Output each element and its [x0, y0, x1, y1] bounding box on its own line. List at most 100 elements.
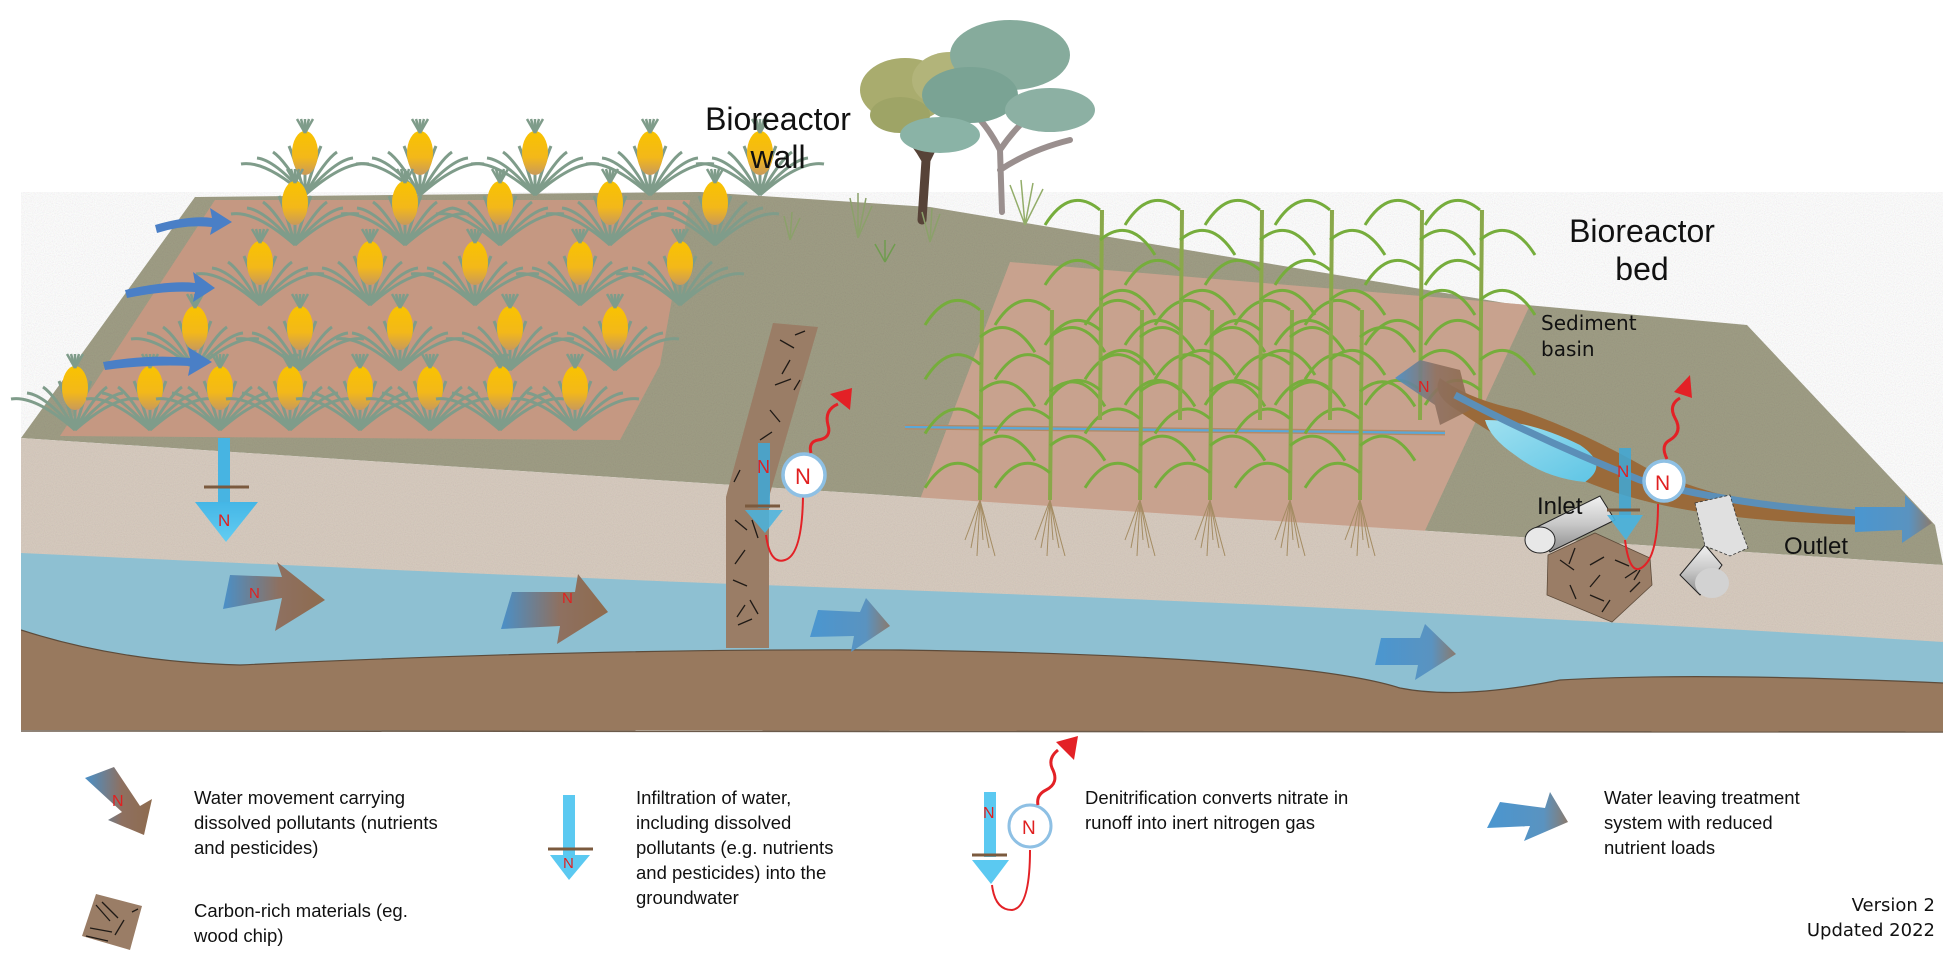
outlet-label: Outlet [1784, 533, 1849, 560]
updated-label: Updated 2022 [1806, 920, 1935, 941]
bioreactor-wall [726, 323, 818, 648]
sugarcane-plant [1043, 199, 1157, 421]
legend-item-woodchip: Carbon-rich materials (eg. wood chip) [194, 898, 408, 948]
pineapple-plant [615, 228, 745, 307]
surface-runoff-arrows [103, 208, 232, 376]
nitrate-label: N [562, 590, 573, 607]
pineapple-plant [585, 118, 715, 197]
sugarcane-field [923, 199, 1537, 557]
gas-arrow-icon [1036, 736, 1078, 806]
legend-line: and pesticides) [194, 837, 319, 858]
clean-flow-arrow [810, 598, 890, 652]
pineapple-plant [305, 228, 435, 307]
legend-item-polluted-flow: Water movement carrying dissolved pollut… [194, 785, 438, 860]
nitrate-label: N [218, 511, 230, 530]
legend-line: Water leaving treatment [1604, 787, 1800, 808]
label-line: Sediment [1541, 311, 1637, 335]
outlet-pipe [1679, 544, 1729, 598]
pineapple-plant [695, 118, 825, 197]
legend-icons: N N N N [82, 767, 1568, 950]
sugarcane-plant [1083, 299, 1197, 557]
pineapple-plant [355, 118, 485, 197]
nitrogen-gas-label: N [1022, 818, 1036, 839]
legend-item-clean-flow: Water leaving treatment system with redu… [1604, 785, 1800, 860]
legend-line: Water movement carrying [194, 787, 406, 808]
inlet-label: Inlet [1537, 493, 1583, 520]
bioreactor-bed-title: Bioreactor bed [1560, 212, 1724, 288]
legend-line: pollutants (e.g. nutrients [636, 837, 834, 858]
pineapple-plant [240, 118, 370, 197]
sugarcane-plant [1303, 299, 1417, 557]
pineapple-plant [410, 228, 540, 307]
runoff-arrow [155, 208, 232, 235]
pineapple-plant [230, 168, 360, 247]
polluted-flow-arrow: N [501, 574, 608, 644]
nitrogen-gas-label: N [1655, 472, 1670, 495]
nitrate-label: N [249, 585, 260, 602]
pineapple-plant [195, 228, 325, 307]
pineapple-plant [10, 353, 140, 432]
sediment-basin-water [1485, 420, 1597, 482]
legend-item-denitrification: Denitrification converts nitrate in runo… [1085, 785, 1348, 835]
sugarcane-plant [1123, 199, 1237, 421]
pineapple-plant [235, 293, 365, 372]
pineapple-plant [515, 228, 645, 307]
infiltration-arrow: N [195, 438, 258, 542]
sugarcane-plant [923, 299, 1037, 557]
title-line: Bioreactor [705, 101, 851, 137]
bioreactor-bed: N N N [1395, 360, 1932, 623]
inlet-pipe [1524, 495, 1616, 554]
legend-line: groundwater [636, 887, 739, 908]
sediment-basin-label: Sediment basin [1541, 310, 1637, 362]
legend-line: nutrient loads [1604, 837, 1716, 858]
tree-eucalyptus [900, 20, 1095, 215]
version-label: Version 2 [1851, 895, 1935, 916]
soil-profile [21, 438, 1943, 732]
pineapple-plant [550, 293, 680, 372]
pineapple-plant [545, 168, 675, 247]
legend-line: wood chip) [194, 925, 284, 946]
native-trees [860, 20, 1095, 225]
outlet-structure [1694, 494, 1749, 557]
nitrate-label: N [757, 457, 770, 477]
pineapple-plant [470, 118, 600, 197]
runoff-arrow [103, 347, 212, 376]
irrigation-channel [904, 424, 1446, 436]
runoff-arrow [125, 272, 215, 302]
legend-line: Infiltration of water, [636, 787, 792, 808]
pineapple-plant [335, 293, 465, 372]
legend-line: runoff into inert nitrogen gas [1085, 812, 1316, 833]
nitrate-label: N [983, 805, 995, 822]
title-line: bed [1615, 251, 1669, 287]
denitrification-icon: N N [972, 792, 1053, 912]
woodchip-icon [82, 894, 142, 950]
nitrate-label: N [112, 793, 124, 810]
legend-line: including dissolved [636, 812, 792, 833]
pineapple-plant [510, 353, 640, 432]
groundwater-flow-arrows: N N [223, 562, 1456, 680]
nitrate-label: N [1617, 462, 1629, 481]
title-line: Bioreactor [1569, 213, 1715, 249]
version-info: Version 2 Updated 2022 [1807, 893, 1935, 943]
label-line: basin [1541, 337, 1595, 361]
infiltration-arrow-icon: N [548, 795, 593, 880]
sugarcane-plant [1203, 199, 1317, 421]
legend-line: and pesticides) into the [636, 862, 827, 883]
woodchip-bed [1546, 532, 1653, 623]
nitrate-label: N [1418, 379, 1430, 396]
polluted-flow-arrow: N [223, 562, 325, 631]
nitrogen-gas-label: N [795, 464, 811, 489]
legend-item-infiltration: Infiltration of water, including dissolv… [636, 785, 833, 910]
legend-line: Carbon-rich materials (eg. [194, 900, 408, 921]
nitrate-label: N [563, 855, 574, 872]
pineapple-plant [435, 168, 565, 247]
clean-flow-arrow-icon [1487, 792, 1568, 841]
polluted-flow-arrow-icon: N [85, 767, 152, 835]
title-line: wall [750, 139, 806, 175]
clean-flow-arrow [1375, 624, 1456, 680]
pineapple-plant [650, 168, 780, 247]
legend-line: dissolved pollutants (nutrients [194, 812, 438, 833]
grass-tufts [783, 179, 1044, 263]
sugarcane-plant [1273, 199, 1387, 421]
